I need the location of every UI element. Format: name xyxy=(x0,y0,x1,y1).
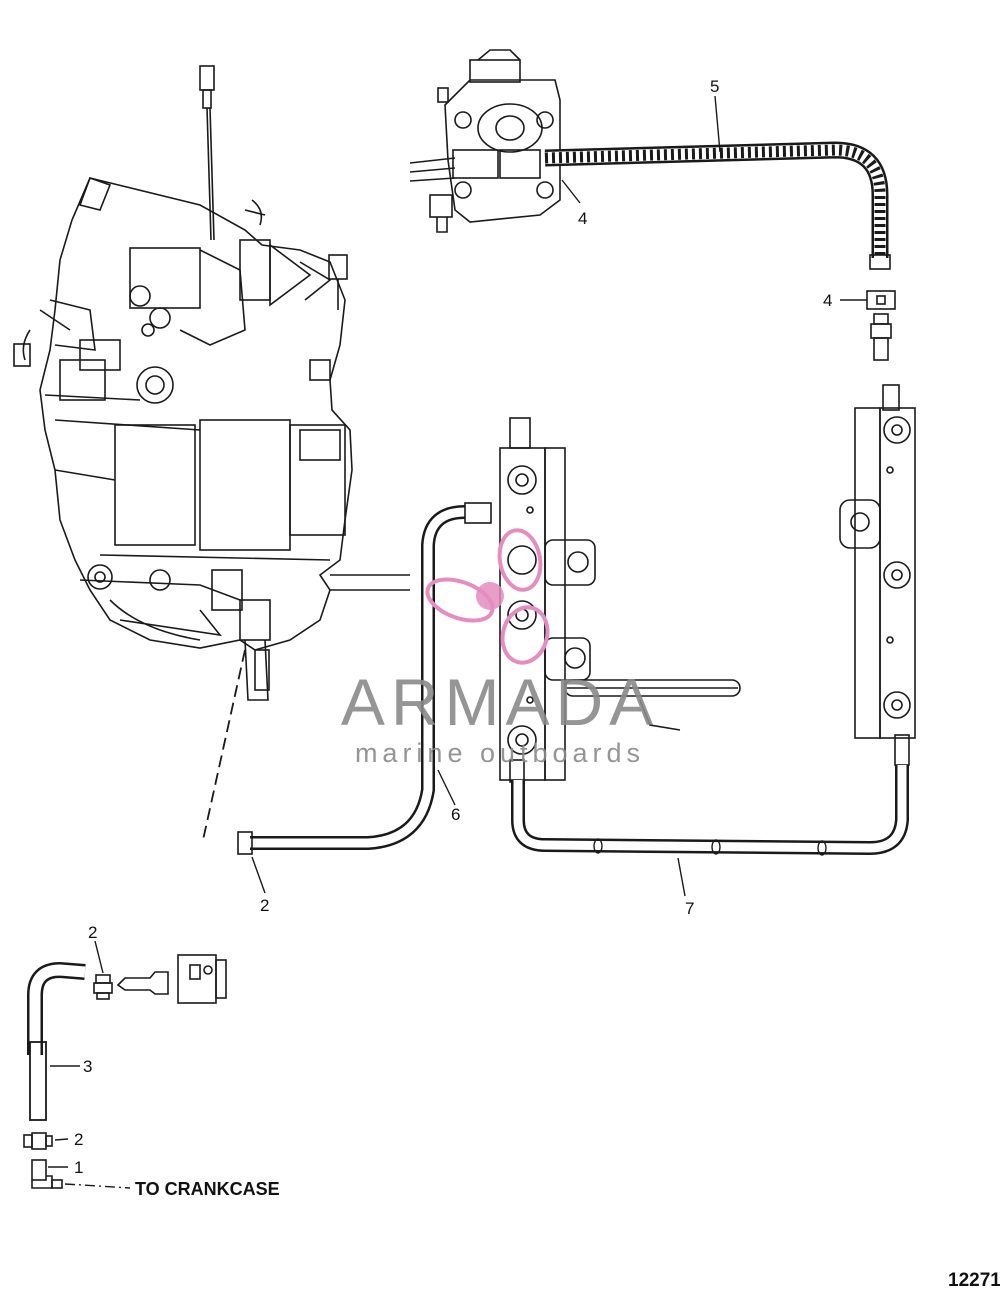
fuel-rail-left xyxy=(499,417,741,783)
fuel-pump xyxy=(409,49,561,233)
callout-7: 7 xyxy=(685,899,694,918)
fitting-2-top xyxy=(93,974,113,1000)
leader-lines xyxy=(48,95,867,1189)
callout-2-low: 2 xyxy=(74,1130,83,1149)
elbow-hose xyxy=(27,961,86,1055)
callout-5: 5 xyxy=(710,77,719,96)
armada-logo-mark xyxy=(425,528,550,665)
callout-1: 1 xyxy=(74,1158,83,1177)
hose-6 xyxy=(237,502,492,855)
caption-to-crankcase: TO CRANKCASE xyxy=(135,1179,280,1199)
dashed-leader-to-crankcase-fitting xyxy=(202,649,246,841)
fitting-4-filter xyxy=(866,290,896,361)
armada-logo-hub xyxy=(476,582,504,610)
watermark-title: ARMADA xyxy=(341,665,659,739)
armada-watermark: ARMADA marine outboards xyxy=(341,528,659,768)
callout-2-mid: 2 xyxy=(88,923,97,942)
fuel-rail-right xyxy=(839,384,916,766)
callout-3: 3 xyxy=(83,1057,92,1076)
barb-fitting xyxy=(116,971,169,995)
hose-7 xyxy=(511,765,909,856)
callout-2-top: 2 xyxy=(260,896,269,915)
engine-block xyxy=(13,65,410,701)
hose-3 xyxy=(29,1041,47,1121)
fuel-filter-block xyxy=(177,954,227,1004)
fitting-2-low xyxy=(23,1132,53,1150)
callout-4-side: 4 xyxy=(823,291,832,310)
watermark-subtitle: marine outboards xyxy=(355,738,645,768)
fitting-1-elbow xyxy=(31,1159,63,1189)
hose-5-braided xyxy=(544,141,891,270)
callout-6: 6 xyxy=(451,805,460,824)
callout-4-top: 4 xyxy=(578,209,587,228)
drawing-number: 12271 xyxy=(948,1270,1000,1291)
